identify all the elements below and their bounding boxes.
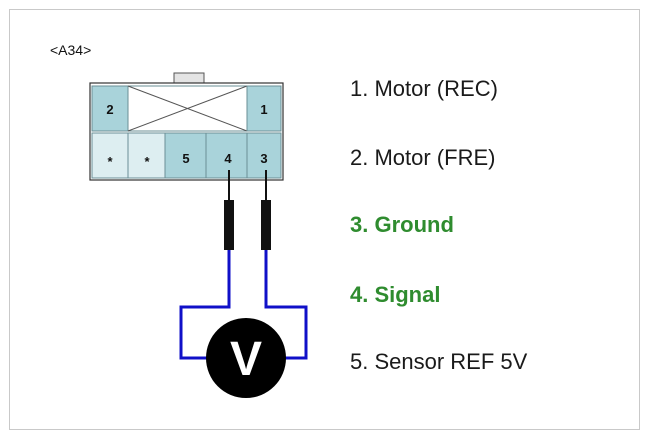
pin-cavity-5 [164,132,207,179]
pin-label-empty: * [144,154,150,169]
legend-item-1: 1. Motor (REC) [350,76,498,101]
connector-latch [173,72,205,84]
ground-wire [264,250,308,360]
pin-label-empty: * [107,154,113,169]
connector-label: <A34> [50,42,91,58]
pin-cavity-3 [246,132,282,179]
probe-body-4 [224,200,234,250]
blank-cross-line [127,85,248,132]
voltmeter-symbol: V [230,333,262,386]
pin-label-5: 5 [182,151,189,166]
legend-item-3-ground: 3. Ground [350,212,454,237]
legend-item-2: 2. Motor (FRE) [350,145,496,170]
signal-wire [179,250,231,360]
pin-label-1: 1 [260,102,267,117]
diagram-frame [9,9,640,430]
voltmeter [206,318,286,398]
probe-body-3 [261,200,271,250]
legend-item-5: 5. Sensor REF 5V [350,349,528,374]
pin-cavity-2 [91,85,129,132]
pin-cavity-empty [127,132,166,179]
pin-label-2: 2 [106,102,113,117]
pin-cavity-4 [205,132,248,179]
pin-label-3: 3 [260,151,267,166]
pin-cavity-empty [91,132,129,179]
legend-item-4-signal: 4. Signal [350,282,441,307]
pin-cavity-1 [246,85,282,132]
pin-label-4: 4 [224,151,232,166]
